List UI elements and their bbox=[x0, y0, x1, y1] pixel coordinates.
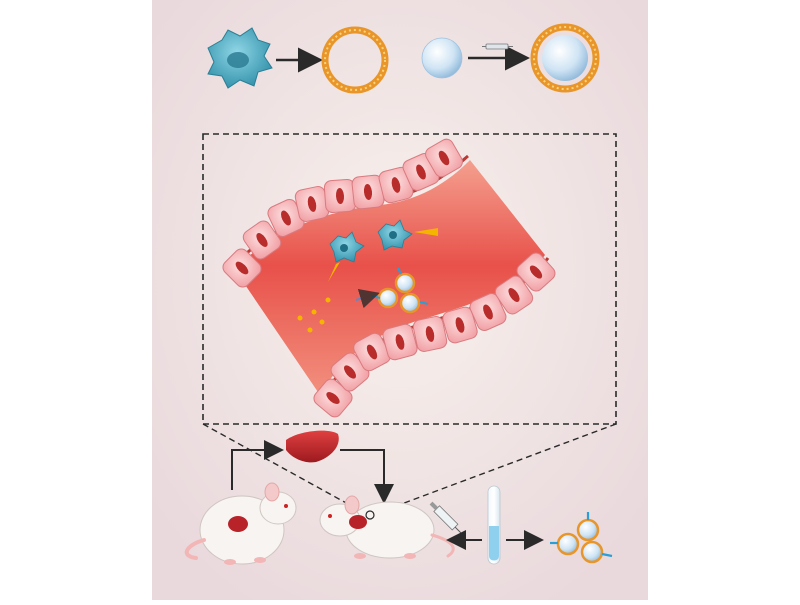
nanoparticle-icon bbox=[421, 37, 463, 79]
test-tube-icon bbox=[487, 485, 501, 565]
cell-membrane-vesicle-icon bbox=[321, 26, 389, 94]
circulating-tumor-cell bbox=[329, 231, 365, 263]
endothelial-layer-lower bbox=[313, 252, 556, 418]
drug-release-icon bbox=[414, 228, 438, 236]
membrane-coated-nanoparticle-icon bbox=[530, 23, 600, 93]
arrow-to-liver bbox=[231, 440, 284, 490]
sonication-extruder-icon bbox=[482, 43, 513, 50]
arrow-to-mouse bbox=[340, 449, 394, 504]
zoom-line-right bbox=[371, 423, 617, 516]
endothelial-layer-upper bbox=[222, 138, 463, 288]
zoom-box bbox=[202, 133, 617, 425]
nanoparticle-cluster-icon bbox=[550, 512, 613, 564]
zoom-line-left bbox=[202, 423, 369, 516]
mouse-icon bbox=[319, 495, 455, 559]
tumor-cell-icon bbox=[207, 27, 273, 89]
drug-molecules bbox=[297, 297, 331, 333]
nanoparticle-cluster-icon bbox=[355, 267, 429, 314]
drug-release-icon bbox=[328, 262, 340, 282]
liver-icon bbox=[286, 430, 339, 463]
mouse-icon bbox=[184, 482, 297, 565]
circulating-tumor-cell bbox=[377, 219, 413, 251]
